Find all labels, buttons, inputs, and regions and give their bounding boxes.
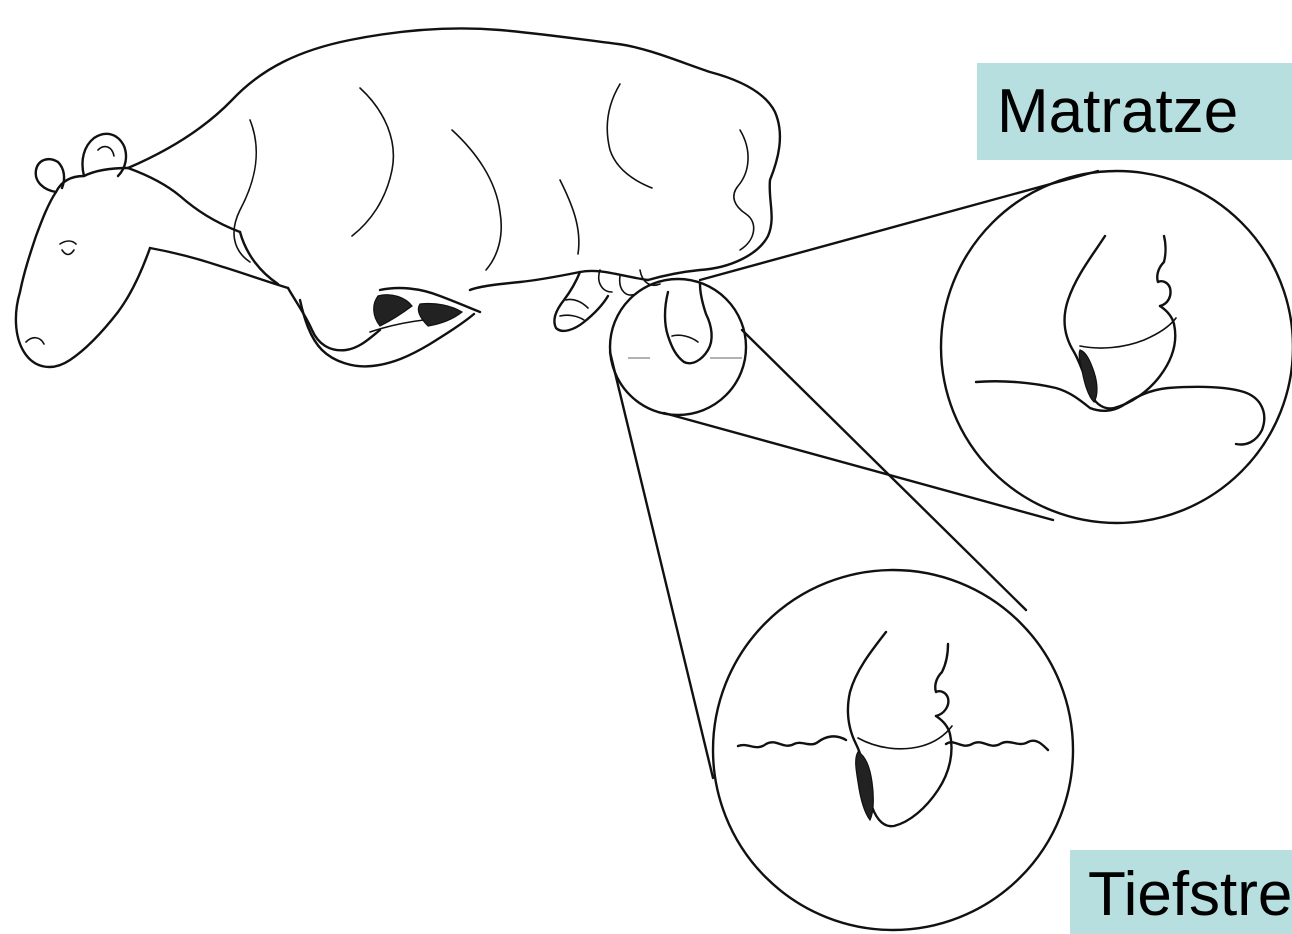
label-deep-litter-text: Tiefstreu — [1088, 860, 1292, 929]
label-mattress: Matratze — [977, 63, 1292, 160]
deep-litter-detail-circle — [711, 568, 1075, 932]
cow-body — [14, 27, 782, 369]
mattress-detail-circle — [939, 169, 1292, 525]
label-mattress-text: Matratze — [997, 77, 1239, 146]
label-deep-litter: Tiefstreu — [1070, 850, 1292, 934]
projection-lines — [608, 169, 1100, 780]
hoof-detail-circle — [608, 277, 748, 417]
